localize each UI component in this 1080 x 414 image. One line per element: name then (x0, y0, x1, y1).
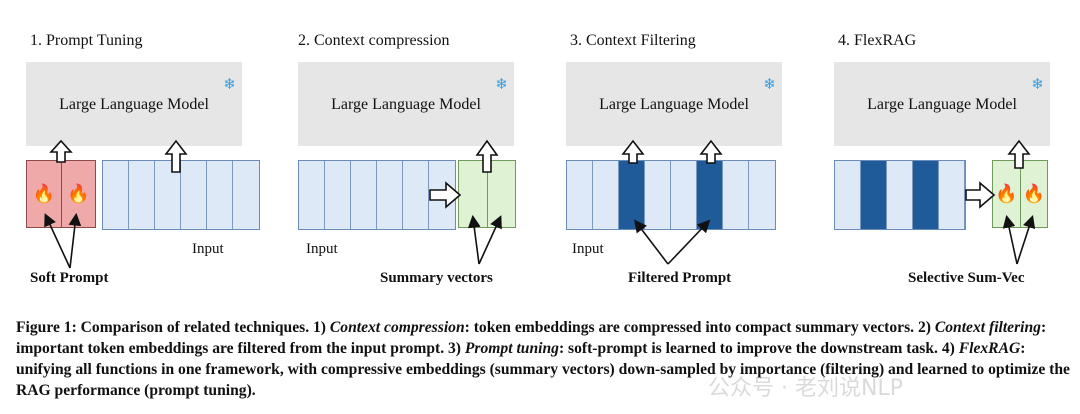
fire-icon: 🔥 (1022, 183, 1045, 205)
snowflake-icon: ❄ (223, 75, 236, 93)
caption-term: Context compression (329, 319, 465, 336)
figure-caption: Figure 1: Comparison of related techniqu… (16, 317, 1070, 401)
input-token (749, 161, 775, 229)
input-tokens-context-compression (298, 160, 456, 230)
filtered-token (619, 161, 645, 229)
caption-text: : soft-prompt is learned to improve the … (558, 340, 959, 357)
watermark: 公众号 · 老刘说NLP (708, 376, 903, 401)
input-token (377, 161, 403, 229)
summary-vector (459, 161, 488, 227)
input-token (103, 161, 129, 229)
input-token (233, 161, 259, 229)
filtered-token (861, 161, 887, 229)
llm-box-flexrag: Large Language Model ❄ (834, 62, 1050, 146)
selective-summary-block: 🔥 🔥 (992, 160, 1048, 228)
up-arrow (1007, 139, 1031, 169)
up-arrow (699, 139, 723, 164)
caption-term: Context filtering (934, 319, 1041, 336)
llm-box-context-compression: Large Language Model ❄ (298, 62, 514, 146)
up-arrow (49, 139, 73, 163)
llm-label: Large Language Model (599, 96, 749, 113)
right-arrow (965, 181, 996, 209)
input-token (723, 161, 749, 229)
filtered-token (913, 161, 939, 229)
fire-icon: 🔥 (67, 183, 90, 205)
input-token (645, 161, 671, 229)
llm-label: Large Language Model (59, 96, 209, 113)
bottom-label-selective-sum-vec: Selective Sum-Vec (908, 270, 1025, 286)
panel-title-flexrag: 4. FlexRAG (838, 32, 917, 49)
panel-title-context-compression: 2. Context compression (298, 32, 450, 49)
input-token (939, 161, 965, 229)
caption-term: FlexRAG (958, 340, 1021, 357)
soft-prompt-token: 🔥 (27, 161, 62, 227)
fire-icon: 🔥 (995, 183, 1018, 205)
snowflake-icon: ❄ (1031, 75, 1044, 93)
filtered-token (697, 161, 723, 229)
input-token (351, 161, 377, 229)
input-token (207, 161, 233, 229)
llm-label: Large Language Model (867, 96, 1017, 113)
input-token (181, 161, 207, 229)
bottom-label-soft-prompt: Soft Prompt (30, 270, 109, 286)
input-token (299, 161, 325, 229)
up-arrow (475, 139, 499, 173)
input-label: Input (306, 241, 338, 257)
input-token (671, 161, 697, 229)
right-arrow (429, 181, 462, 209)
input-token (129, 161, 155, 229)
caption-term: Prompt tuning (464, 340, 559, 357)
llm-label: Large Language Model (331, 96, 481, 113)
caption-text: Figure 1: Comparison of related techniqu… (16, 319, 330, 336)
llm-box-prompt-tuning: Large Language Model ❄ (26, 62, 242, 146)
snowflake-icon: ❄ (763, 75, 776, 93)
caption-text: : token embeddings are compressed into c… (464, 319, 935, 336)
input-token (593, 161, 619, 229)
bottom-label-filtered-prompt: Filtered Prompt (628, 270, 732, 286)
input-label: Input (572, 241, 604, 257)
panel-title-prompt-tuning: 1. Prompt Tuning (30, 32, 143, 49)
panel-title-context-filtering: 3. Context Filtering (570, 32, 696, 49)
arrows-layer (44, 139, 1036, 269)
up-arrow (621, 139, 645, 164)
bottom-label-summary-vectors: Summary vectors (380, 270, 493, 286)
caption-text: : important token embeddings are filtere… (16, 319, 1047, 357)
llm-box-context-filtering: Large Language Model ❄ (566, 62, 782, 146)
caption-text: : unifying all functions in one framewor… (16, 340, 1070, 399)
summary-vector: 🔥 (993, 161, 1021, 227)
snowflake-icon: ❄ (495, 75, 508, 93)
soft-prompt-token: 🔥 (62, 161, 96, 227)
up-arrow (164, 139, 188, 173)
input-token (403, 161, 429, 229)
input-token (567, 161, 593, 229)
input-token (887, 161, 913, 229)
summary-vector: 🔥 (1021, 161, 1048, 227)
input-token (325, 161, 351, 229)
input-label: Input (192, 241, 224, 257)
input-token (835, 161, 861, 229)
fire-icon: 🔥 (32, 183, 55, 205)
input-tokens-flexrag (834, 160, 966, 230)
input-tokens-context-filtering (566, 160, 776, 230)
